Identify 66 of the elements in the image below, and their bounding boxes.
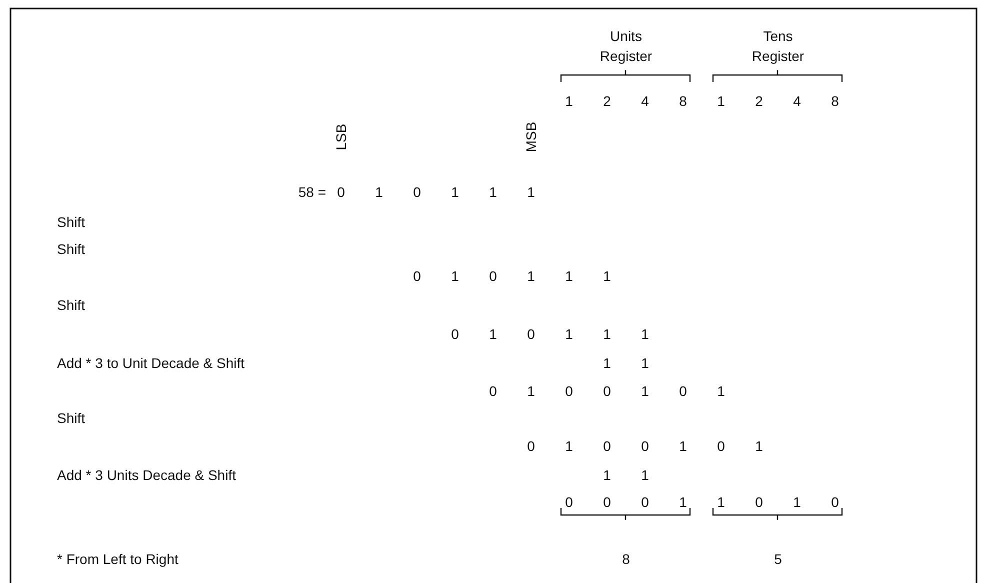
binary-digit: 1 xyxy=(565,438,573,454)
bit-weight: 8 xyxy=(679,93,687,109)
step-instruction: Shift xyxy=(57,297,86,313)
step-instruction: Add * 3 Units Decade & Shift xyxy=(57,467,236,483)
bit-weight: 2 xyxy=(603,93,611,109)
binary-digit: 1 xyxy=(717,383,725,399)
bit-weight: 4 xyxy=(793,93,801,109)
binary-digit: 1 xyxy=(451,268,459,284)
binary-digit: 1 xyxy=(489,184,497,200)
bit-label: MSB xyxy=(523,122,539,152)
binary-digit: 0 xyxy=(489,268,497,284)
binary-digit: 1 xyxy=(717,494,725,510)
binary-digit: 0 xyxy=(527,326,535,342)
binary-digit: 1 xyxy=(489,326,497,342)
binary-digit: 0 xyxy=(641,494,649,510)
bit-weight: 2 xyxy=(755,93,763,109)
step-instruction: Add * 3 to Unit Decade & Shift xyxy=(57,355,245,371)
binary-digit: 1 xyxy=(603,355,611,371)
binary-digit: 0 xyxy=(565,383,573,399)
binary-digit: 0 xyxy=(413,184,421,200)
binary-digit: 1 xyxy=(375,184,383,200)
binary-digit: 0 xyxy=(451,326,459,342)
binary-digit: 0 xyxy=(641,438,649,454)
binary-digit: 0 xyxy=(603,438,611,454)
binary-digit: 0 xyxy=(413,268,421,284)
register-label: Units Register xyxy=(598,27,654,66)
binary-digit: 1 xyxy=(603,467,611,483)
binary-digit: 0 xyxy=(717,438,725,454)
decimal-digit: 8 xyxy=(622,551,630,567)
step-instruction: Shift xyxy=(57,410,86,426)
binary-digit: 0 xyxy=(831,494,839,510)
binary-digit: 1 xyxy=(641,355,649,371)
binary-digit: 1 xyxy=(451,184,459,200)
binary-digit: 0 xyxy=(565,494,573,510)
bit-weight: 4 xyxy=(641,93,649,109)
binary-digit: 1 xyxy=(679,438,687,454)
binary-digit: 1 xyxy=(565,268,573,284)
binary-digit: 1 xyxy=(641,467,649,483)
binary-digit: 1 xyxy=(793,494,801,510)
binary-digit: 0 xyxy=(603,494,611,510)
footnote: * From Left to Right xyxy=(57,551,178,567)
binary-digit: 1 xyxy=(641,326,649,342)
binary-digit: 1 xyxy=(527,383,535,399)
binary-digit: 0 xyxy=(337,184,345,200)
binary-digit: 0 xyxy=(755,494,763,510)
bit-weight: 1 xyxy=(717,93,725,109)
bit-weight: 1 xyxy=(565,93,573,109)
register-label: Tens Register xyxy=(750,27,806,66)
binary-digit: 0 xyxy=(489,383,497,399)
binary-digit: 1 xyxy=(755,438,763,454)
decimal-digit: 5 xyxy=(774,551,782,567)
binary-digit: 1 xyxy=(527,184,535,200)
binary-digit: 1 xyxy=(679,494,687,510)
binary-digit: 1 xyxy=(603,326,611,342)
step-instruction: Shift xyxy=(57,241,86,257)
binary-digit: 1 xyxy=(565,326,573,342)
binary-digit: 0 xyxy=(679,383,687,399)
bit-weight: 8 xyxy=(831,93,839,109)
step-instruction: Shift xyxy=(57,214,86,230)
decimal-value: 58 = xyxy=(298,184,326,200)
binary-digit: 1 xyxy=(641,383,649,399)
binary-digit: 0 xyxy=(527,438,535,454)
binary-digit: 1 xyxy=(527,268,535,284)
bit-label: LSB xyxy=(333,124,349,150)
binary-digit: 1 xyxy=(603,268,611,284)
binary-digit: 0 xyxy=(603,383,611,399)
